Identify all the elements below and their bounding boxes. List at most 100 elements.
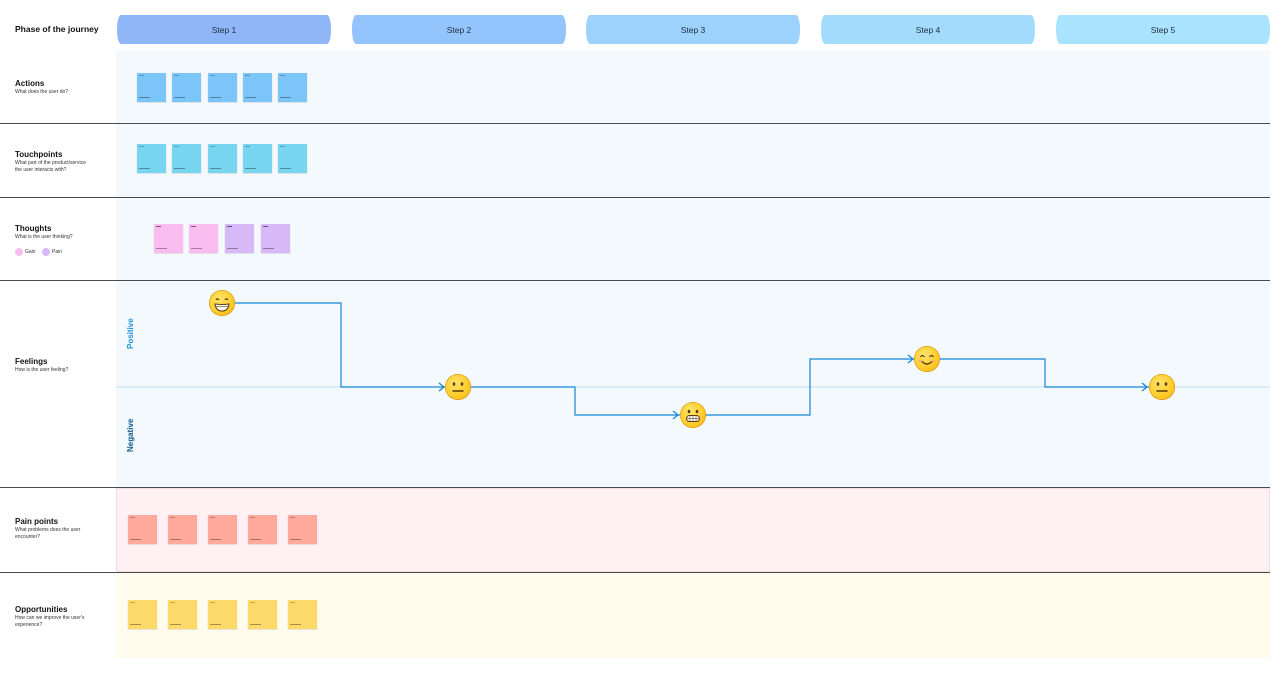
- phase-step-3: Step 3: [586, 15, 801, 44]
- note-header-mark: [210, 146, 215, 147]
- note-footer-mark: [174, 97, 185, 98]
- curve-segment-1: [222, 302, 458, 388]
- neutral-face-icon: [1149, 374, 1175, 400]
- arrow-head: [672, 410, 679, 420]
- note-footer-mark: [290, 539, 301, 540]
- feelings-subtitle: How is the user feeling?: [15, 367, 69, 373]
- note-header-mark: [245, 146, 250, 147]
- note-footer-mark: [250, 539, 261, 540]
- note-footer-mark: [210, 624, 221, 625]
- feelings-title: Feelings: [15, 357, 48, 366]
- note-header-mark: [139, 75, 144, 76]
- note-header-mark: [210, 602, 215, 603]
- thoughts-title: Thoughts: [15, 224, 52, 233]
- action-note[interactable]: [278, 73, 307, 102]
- gain-legend-swatch: [15, 248, 23, 256]
- pain-points-subtitle: What problems does the user encounter?: [15, 527, 81, 540]
- note-footer-mark: [263, 248, 274, 249]
- note-header-mark: [250, 517, 255, 518]
- actions-subtitle: What does the user do?: [15, 89, 69, 95]
- row-divider: [0, 487, 1270, 488]
- touchpoint-note[interactable]: [278, 144, 307, 173]
- touchpoints-title: Touchpoints: [15, 150, 63, 159]
- row-divider: [0, 572, 1270, 573]
- pain-point-note[interactable]: [248, 515, 277, 544]
- note-footer-mark: [139, 97, 150, 98]
- note-header-mark: [130, 517, 135, 518]
- phase-step-2: Step 2: [352, 15, 567, 44]
- note-header-mark: [170, 517, 175, 518]
- note-header-mark: [290, 517, 295, 518]
- action-note[interactable]: [208, 73, 237, 102]
- note-header-mark: [290, 602, 295, 603]
- thoughts-subtitle: What is the user thinking?: [15, 234, 73, 240]
- opportunity-note[interactable]: [208, 600, 237, 629]
- grimacing-face-icon: [680, 402, 706, 428]
- opportunity-note[interactable]: [288, 600, 317, 629]
- pain-point-note[interactable]: [168, 515, 197, 544]
- curve-segment-3: [693, 358, 927, 416]
- row-divider: [0, 280, 1270, 281]
- action-note[interactable]: [243, 73, 272, 102]
- touchpoint-note[interactable]: [172, 144, 201, 173]
- note-header-mark: [250, 602, 255, 603]
- neutral-face-icon: [445, 374, 471, 400]
- opportunities-title: Opportunities: [15, 605, 68, 614]
- phase-step-5: Step 5: [1056, 15, 1271, 44]
- smiling-face-icon: [914, 346, 940, 372]
- opportunity-note[interactable]: [128, 600, 157, 629]
- note-header-mark: [130, 602, 135, 603]
- note-footer-mark: [130, 539, 141, 540]
- note-header-mark: [139, 146, 144, 147]
- note-footer-mark: [227, 248, 238, 249]
- arrow-head: [1141, 382, 1148, 392]
- note-footer-mark: [139, 168, 150, 169]
- note-header-mark: [174, 75, 179, 76]
- row-divider: [0, 123, 1270, 124]
- phase-label: Phase of the journey: [15, 24, 99, 34]
- note-header-mark: [227, 226, 232, 227]
- touchpoints-band: [116, 124, 1270, 197]
- note-header-mark: [170, 602, 175, 603]
- note-footer-mark: [210, 97, 221, 98]
- row-divider: [0, 197, 1270, 198]
- note-header-mark: [174, 146, 179, 147]
- note-header-mark: [210, 517, 215, 518]
- pain-legend-label: Pain: [52, 249, 63, 255]
- pain-point-note[interactable]: [288, 515, 317, 544]
- thought-note[interactable]: [189, 224, 218, 253]
- phase-step-4: Step 4: [821, 15, 1036, 44]
- pain-point-note[interactable]: [128, 515, 157, 544]
- note-footer-mark: [245, 97, 256, 98]
- note-header-mark: [263, 226, 268, 227]
- touchpoints-subtitle: What part of the product/service the use…: [15, 160, 86, 173]
- opportunity-note[interactable]: [168, 600, 197, 629]
- thought-note[interactable]: [154, 224, 183, 253]
- action-note[interactable]: [172, 73, 201, 102]
- arrow-head: [907, 354, 914, 364]
- touchpoint-note[interactable]: [243, 144, 272, 173]
- note-footer-mark: [170, 624, 181, 625]
- touchpoint-note[interactable]: [208, 144, 237, 173]
- note-footer-mark: [156, 248, 167, 249]
- note-footer-mark: [290, 624, 301, 625]
- note-header-mark: [191, 226, 196, 227]
- curve-segment-2: [458, 386, 693, 416]
- thought-note[interactable]: [225, 224, 254, 253]
- pain-point-note[interactable]: [208, 515, 237, 544]
- note-footer-mark: [130, 624, 141, 625]
- note-footer-mark: [280, 97, 291, 98]
- action-note[interactable]: [137, 73, 166, 102]
- note-header-mark: [280, 75, 285, 76]
- opportunity-note[interactable]: [248, 600, 277, 629]
- arrow-head: [438, 382, 445, 392]
- actions-title: Actions: [15, 79, 45, 88]
- note-footer-mark: [210, 168, 221, 169]
- touchpoint-note[interactable]: [137, 144, 166, 173]
- note-footer-mark: [210, 539, 221, 540]
- thought-note[interactable]: [261, 224, 290, 253]
- note-header-mark: [280, 146, 285, 147]
- note-header-mark: [245, 75, 250, 76]
- phase-step-1: Step 1: [117, 15, 332, 44]
